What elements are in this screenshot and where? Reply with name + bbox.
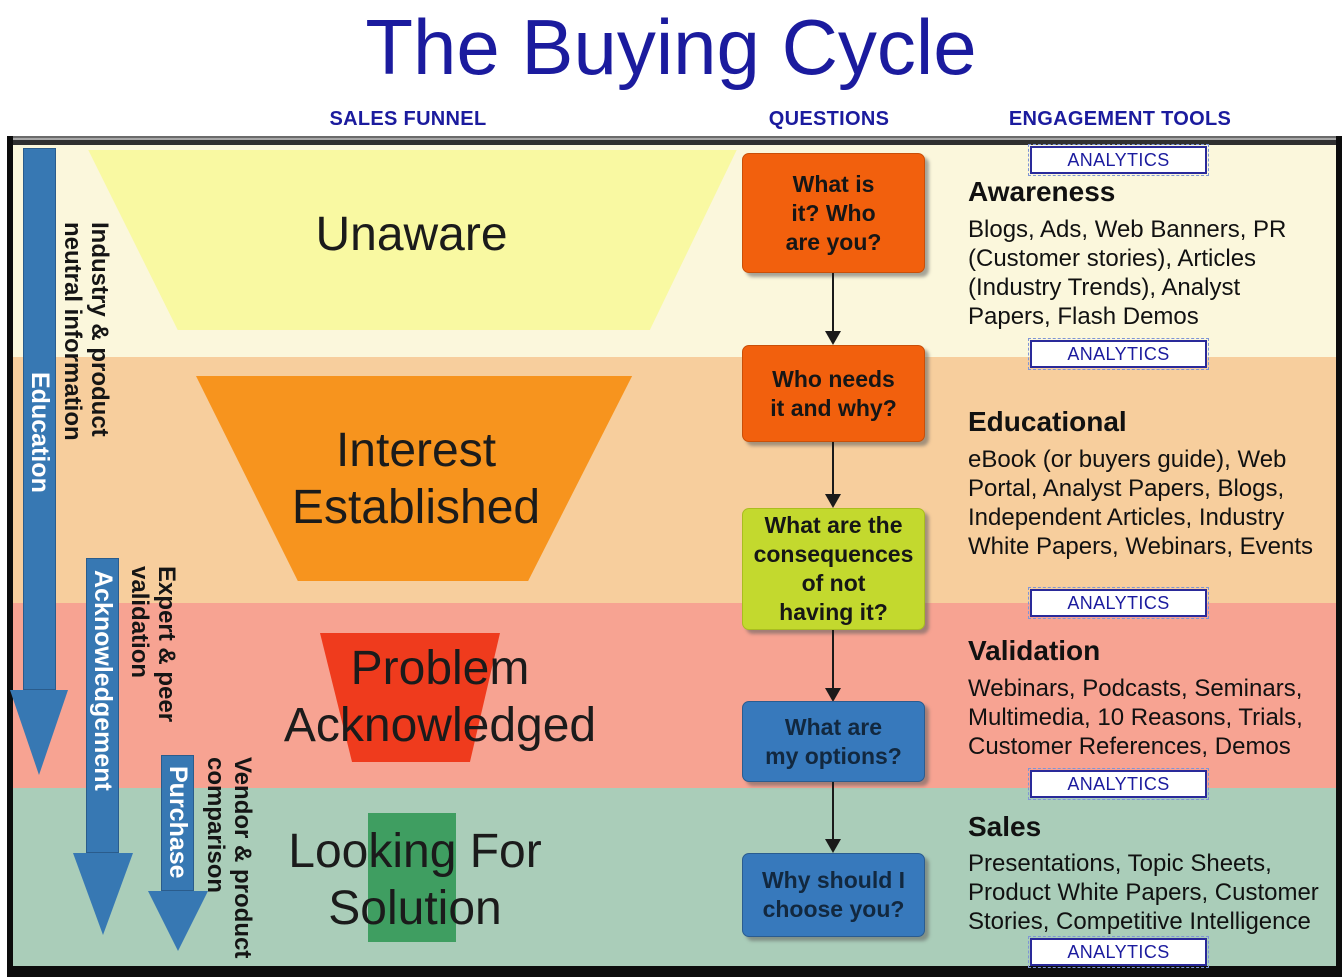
- funnel-stage-solution-label: Looking For Solution: [288, 825, 542, 935]
- frame-top-bar: [7, 136, 1342, 145]
- flow-connector: [832, 273, 834, 331]
- acknowledgement-arrow: [86, 558, 119, 853]
- funnel-stage-unaware-label: Unaware: [315, 208, 508, 261]
- section-heading-validation: Validation: [968, 635, 1101, 666]
- education-arrow-label: Education: [26, 372, 54, 493]
- section-tools-educational: eBook (or buyers guide), Web Portal, Ana…: [968, 446, 1314, 560]
- section-tools-validation: Webinars, Podcasts, Seminars, Multimedia…: [968, 675, 1303, 760]
- flow-connector: [832, 630, 834, 688]
- side-note-vendor-product: Vendor & product comparison: [202, 757, 256, 959]
- question-box-options: What are my options?: [742, 701, 925, 782]
- question-box-why-choose-you: Why should I choose you?: [742, 853, 925, 937]
- funnel-stage-unaware-shape: [88, 150, 737, 330]
- question-box-consequences: What are the consequences of not having …: [742, 508, 925, 630]
- band-validation: [13, 603, 1336, 788]
- side-note-expert-peer: Expert & peer validation: [126, 566, 180, 723]
- page-title: The Buying Cycle: [365, 3, 977, 91]
- purchase-arrow-label: Purchase: [164, 766, 192, 879]
- flow-arrowhead: [825, 688, 841, 702]
- flow-arrowhead: [825, 839, 841, 853]
- analytics-badge: ANALYTICS: [1028, 768, 1209, 800]
- section-tools-awareness: Blogs, Ads, Web Banners, PR (Customer st…: [968, 216, 1287, 330]
- band-sales: [13, 788, 1336, 966]
- section-heading-educational: Educational: [968, 406, 1127, 437]
- section-heading-sales: Sales: [968, 811, 1042, 842]
- flow-arrowhead: [825, 494, 841, 508]
- funnel-stage-interest-label: Interest Established: [291, 424, 541, 534]
- education-arrow: [23, 148, 56, 690]
- analytics-badge: ANALYTICS: [1028, 338, 1209, 370]
- analytics-badge: ANALYTICS: [1028, 936, 1209, 968]
- question-box-what-is-it: What is it? Who are you?: [742, 153, 925, 273]
- funnel-stage-problem-label: Problem Acknowledged: [283, 642, 597, 752]
- section-tools-sales: Presentations, Topic Sheets, Product Whi…: [968, 850, 1319, 935]
- flow-connector: [832, 442, 834, 494]
- frame-bottom-bar: [7, 966, 1342, 977]
- question-box-who-needs-it: Who needs it and why?: [742, 345, 925, 442]
- analytics-badge: ANALYTICS: [1028, 587, 1209, 619]
- funnel-stage-problem-shape: [320, 633, 500, 762]
- purchase-arrow-head: [148, 891, 208, 951]
- funnel-stage-solution-shape: [368, 813, 456, 942]
- column-header-engagement-tools: ENGAGEMENT TOOLS: [1008, 108, 1232, 130]
- analytics-badge: ANALYTICS: [1028, 144, 1209, 176]
- frame-left-bar: [7, 136, 13, 977]
- column-header-questions: QUESTIONS: [768, 108, 890, 130]
- flow-arrowhead: [825, 331, 841, 345]
- acknowledgement-arrow-head: [73, 853, 133, 935]
- frame-right-bar: [1336, 136, 1342, 977]
- column-header-sales-funnel: SALES FUNNEL: [329, 108, 487, 130]
- purchase-arrow: [161, 755, 194, 891]
- side-note-industry-product: Industry & product neutral information: [59, 222, 113, 441]
- education-arrow-head: [10, 690, 68, 775]
- acknowledgement-arrow-label: Acknowledgement: [89, 570, 117, 791]
- flow-connector: [832, 782, 834, 839]
- section-heading-awareness: Awareness: [968, 176, 1116, 207]
